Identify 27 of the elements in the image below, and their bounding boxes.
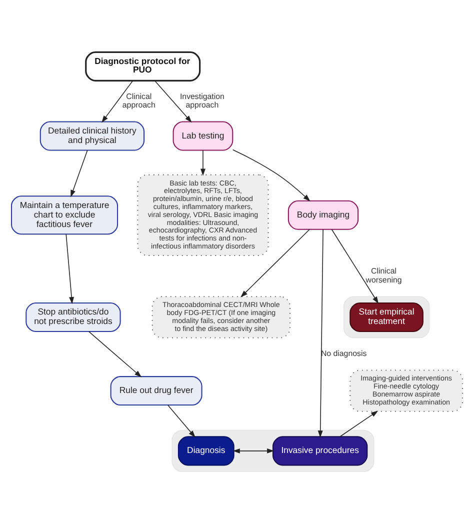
arrow [331,228,379,304]
node-box: Invasive procedures [272,436,368,466]
node-box: Stop antibiotics/do not prescribe stroids [26,302,121,332]
arrow [200,149,206,176]
arrow [232,148,310,201]
arrow [66,233,74,304]
node-box: Diagnostic protocol for PUO [85,50,201,81]
node-box: Lab testing [172,120,234,150]
node-box: Diagnosis [178,436,234,466]
arrow [318,228,324,438]
edge-label: Investigation approach [180,91,224,110]
node-box: Maintain a temperature chart to exclude factitious fever [11,195,118,234]
node-box: Detailed clinical history and physical [40,120,145,150]
node-box: Body imaging [288,200,359,230]
edge-label: Clinical approach [122,91,156,110]
arrow [167,404,196,438]
node-box: Start empirical treatment [350,302,424,332]
edge-label: Clinical worsening [366,266,402,284]
arrow [232,448,274,453]
arrow [340,410,378,436]
arrow [240,228,310,297]
node-box: Rule out drug fever [110,376,202,406]
arrow [154,80,192,122]
arrow [102,80,133,122]
arrow [88,330,142,377]
edge-label: No diagnosis [320,348,367,358]
arrow [70,149,88,197]
